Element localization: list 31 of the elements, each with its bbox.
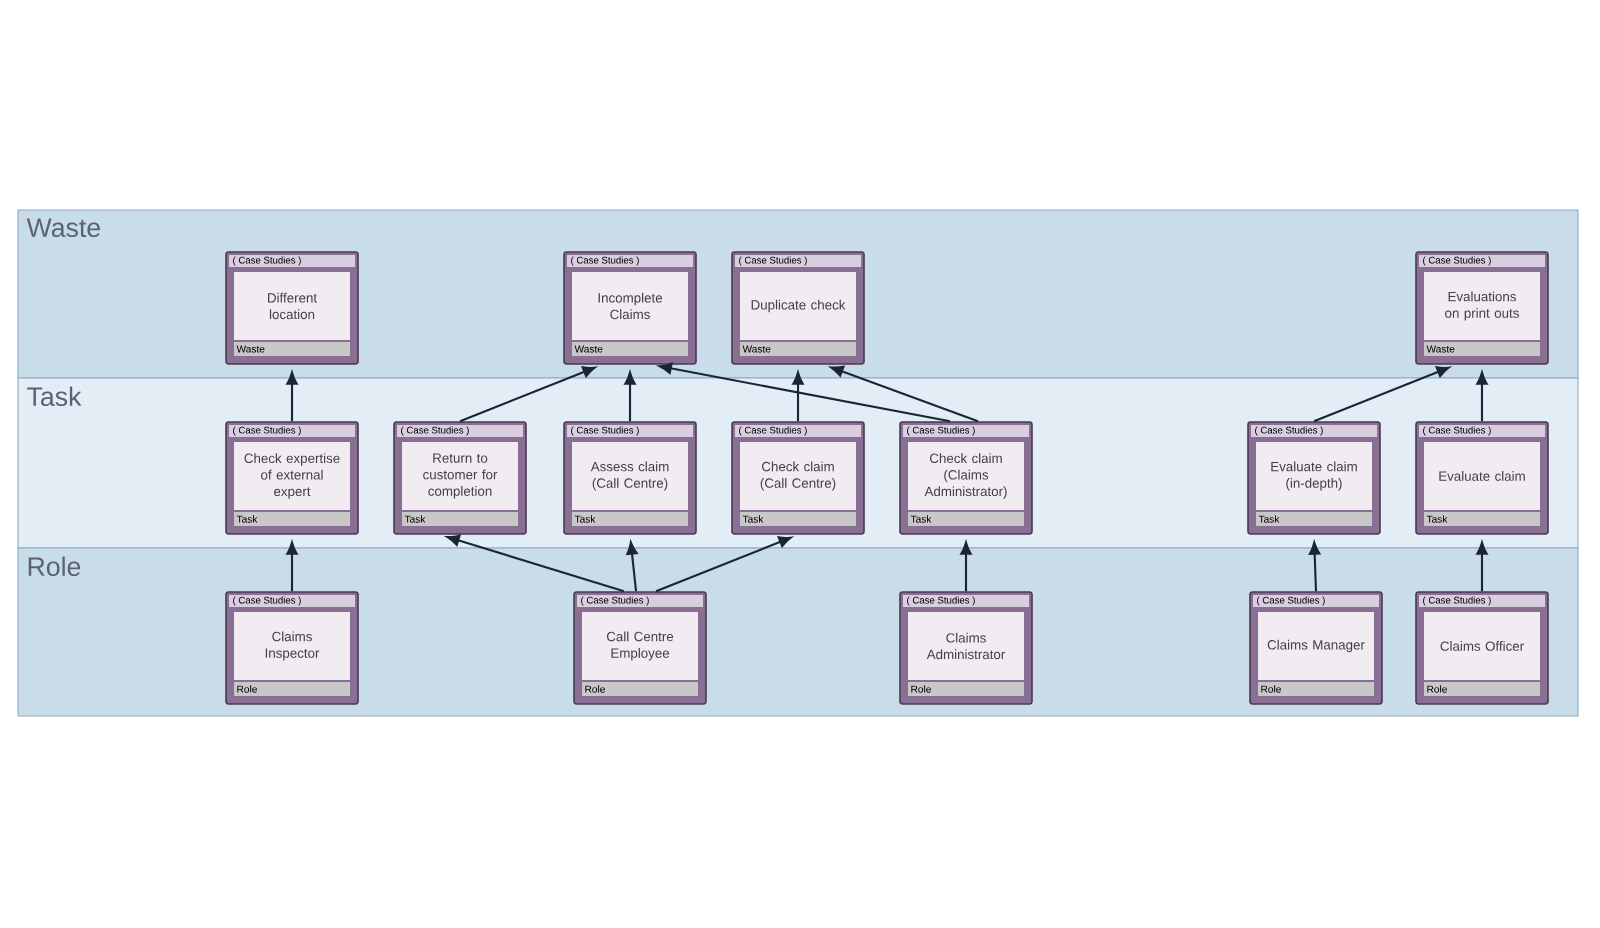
arrow xyxy=(1313,366,1450,423)
case-card xyxy=(225,591,359,705)
case-card xyxy=(1415,421,1549,535)
case-card xyxy=(1415,591,1549,705)
case-card xyxy=(1247,421,1381,535)
arrow xyxy=(286,371,298,422)
arrow xyxy=(655,536,792,593)
case-card xyxy=(899,421,1033,535)
case-card xyxy=(1249,591,1383,705)
arrow xyxy=(1308,541,1321,592)
arrow xyxy=(446,534,625,593)
case-card xyxy=(225,251,359,365)
case-card xyxy=(573,591,707,705)
case-card xyxy=(731,421,865,535)
arrow xyxy=(658,362,951,423)
arrow xyxy=(960,541,972,592)
case-card xyxy=(563,421,697,535)
arrow xyxy=(830,365,979,423)
arrow xyxy=(459,366,596,423)
case-card xyxy=(1415,251,1549,365)
case-card xyxy=(731,251,865,365)
arrow xyxy=(792,371,804,422)
case-card xyxy=(563,251,697,365)
arrow xyxy=(1476,541,1488,592)
arrow xyxy=(624,371,636,422)
case-card xyxy=(225,421,359,535)
case-card xyxy=(393,421,527,535)
case-card xyxy=(899,591,1033,705)
arrow xyxy=(626,541,638,592)
arrow xyxy=(286,541,298,592)
arrow xyxy=(1476,371,1488,422)
